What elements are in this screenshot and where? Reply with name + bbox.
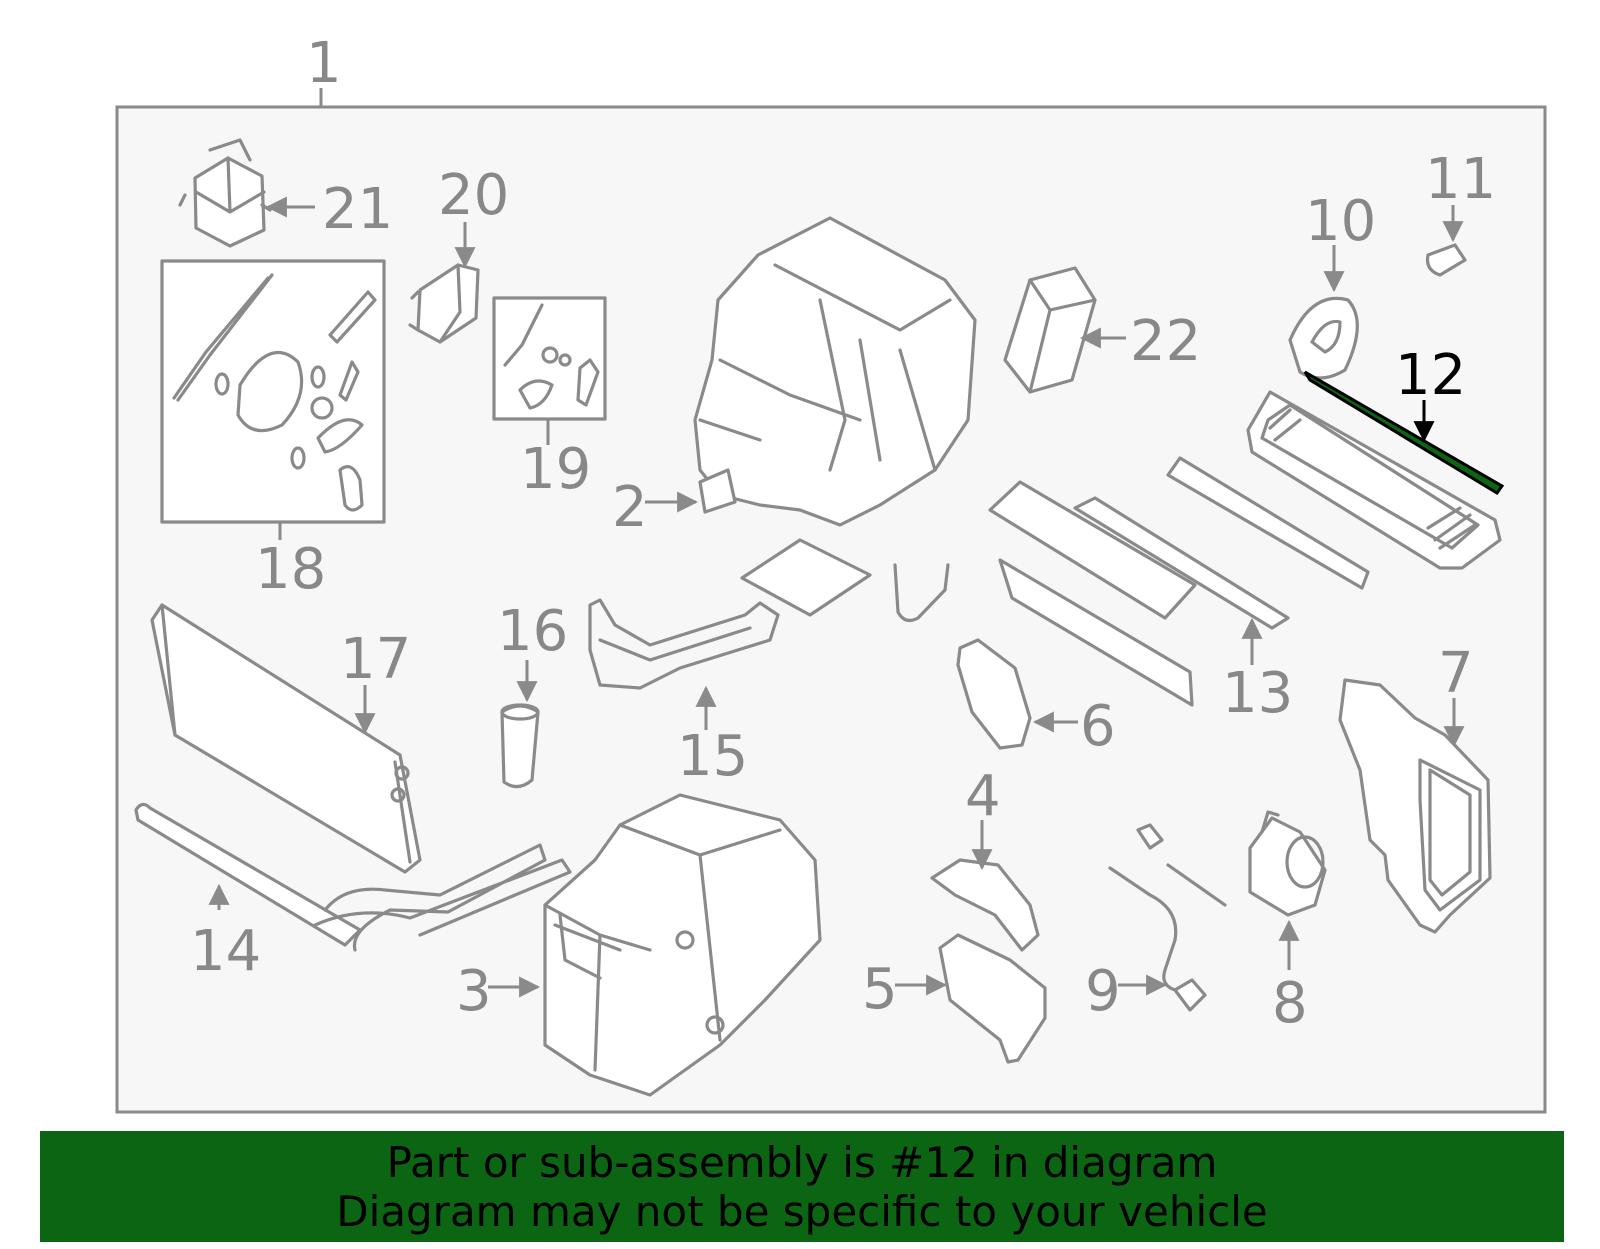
part-22-control-module[interactable] bbox=[1003, 266, 1097, 394]
callout-16: 16 bbox=[497, 599, 568, 664]
callout-4: 4 bbox=[965, 764, 1001, 829]
callout-21: 21 bbox=[322, 177, 393, 242]
part-3-lower-case[interactable] bbox=[543, 793, 822, 1097]
part-9-sensor[interactable] bbox=[1108, 823, 1227, 1012]
drain-tube bbox=[893, 563, 950, 623]
callout-11: 11 bbox=[1425, 147, 1496, 212]
banner-part-line: Part or sub-assembly is #12 in diagram bbox=[386, 1137, 1218, 1187]
callout-17: 17 bbox=[340, 627, 411, 692]
part-18-linkage-kit-contents bbox=[172, 273, 377, 512]
part-16-drier[interactable] bbox=[500, 703, 540, 789]
callout-14: 14 bbox=[190, 919, 261, 984]
part-18-linkage-kit-box[interactable] bbox=[160, 259, 386, 524]
part-15-pipe[interactable] bbox=[588, 598, 780, 690]
part-10-cover[interactable] bbox=[1288, 296, 1359, 380]
part-2-heater-case[interactable] bbox=[693, 216, 977, 527]
part-5-duct[interactable] bbox=[938, 933, 1047, 1064]
callout-5: 5 bbox=[862, 957, 898, 1022]
part-21-actuator[interactable] bbox=[178, 138, 272, 248]
callout-19: 19 bbox=[520, 437, 591, 502]
part-19-linkage-kit-contents bbox=[503, 303, 600, 410]
filter-housing bbox=[1246, 390, 1502, 570]
callout-7: 7 bbox=[1438, 641, 1474, 706]
callout-9: 9 bbox=[1085, 959, 1121, 1024]
callout-15: 15 bbox=[677, 724, 748, 789]
callout-12: 12 bbox=[1395, 343, 1466, 408]
callout-2: 2 bbox=[612, 475, 648, 540]
banner-disclaimer-line: Diagram may not be specific to your vehi… bbox=[336, 1186, 1268, 1236]
part-12-seal-highlighted[interactable] bbox=[1303, 370, 1505, 496]
callout-13: 13 bbox=[1222, 661, 1293, 726]
callout-8: 8 bbox=[1272, 971, 1308, 1036]
callout-3: 3 bbox=[456, 959, 492, 1024]
part-17-evaporator[interactable] bbox=[150, 603, 422, 874]
part-8-blower[interactable] bbox=[1248, 810, 1327, 917]
case-gasket bbox=[740, 538, 872, 617]
callout-22: 22 bbox=[1130, 309, 1201, 374]
part-6-plate[interactable] bbox=[956, 638, 1032, 750]
callout-20: 20 bbox=[438, 163, 509, 228]
part-11-plug[interactable] bbox=[1425, 243, 1467, 277]
part-13-filter-set[interactable] bbox=[988, 456, 1370, 707]
callout-6: 6 bbox=[1080, 694, 1116, 759]
callout-10: 10 bbox=[1305, 189, 1376, 254]
part-info-banner: Part or sub-assembly is #12 in diagram D… bbox=[40, 1131, 1564, 1242]
part-14-heater-core[interactable] bbox=[134, 802, 572, 952]
callout-1: 1 bbox=[306, 31, 342, 96]
callout-18: 18 bbox=[255, 537, 326, 602]
